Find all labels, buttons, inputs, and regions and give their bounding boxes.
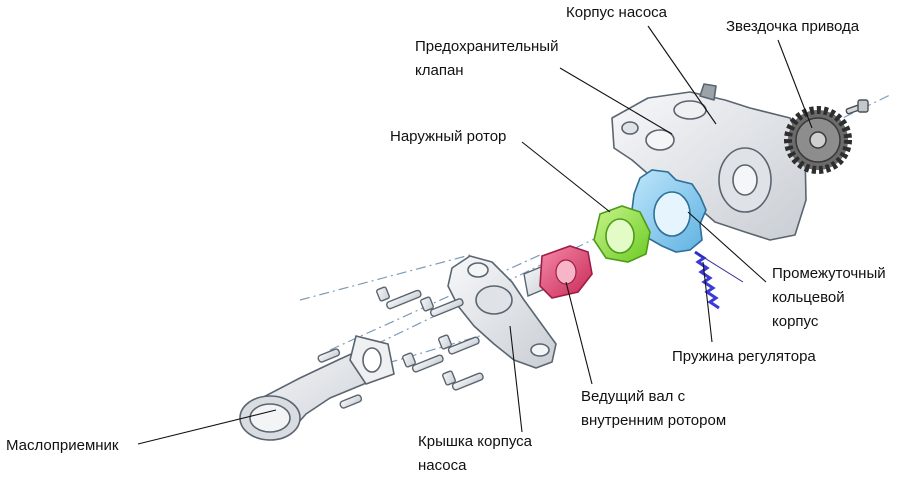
leader-housing-cover: [509, 325, 523, 433]
leader-lines: [137, 25, 813, 445]
oil-pickup-part: [239, 335, 395, 441]
leader-regulator-spring: [702, 261, 713, 343]
label-drive-shaft: Ведущий вал с внутренним ротором: [581, 388, 727, 429]
cover-bolts: [317, 286, 484, 409]
leader-outer-rotor: [521, 141, 611, 213]
label-outer-rotor: Наружный ротор: [390, 128, 507, 145]
label-housing-cover: Крышка корпуса насоса: [418, 433, 533, 474]
outer-rotor-part: [593, 205, 651, 263]
pump-housing-part: [611, 83, 807, 241]
sprocket-bolt-part: [845, 99, 869, 115]
leader-drive-shaft: [565, 281, 593, 385]
leader-oil-pickup: [137, 409, 277, 445]
housing-cover-part: [447, 255, 557, 369]
label-intermediate-ring: Промежуточный кольцевой корпус: [772, 265, 886, 330]
label-relief-valve: Предохранительный клапан: [415, 38, 559, 79]
label-oil-pickup: Маслоприемник: [6, 437, 119, 454]
label-regulator-spring: Пружина регулятора: [672, 348, 816, 365]
leader-intermediate-ring: [687, 211, 767, 283]
leader-pump-housing: [647, 25, 717, 125]
drive-shaft-part: [523, 245, 593, 299]
leader-relief-valve: [559, 67, 673, 135]
label-pump-housing: Корпус насоса: [566, 4, 668, 21]
drive-sprocket-part: [784, 106, 852, 174]
label-drive-sprocket: Звездочка привода: [726, 18, 860, 35]
regulator-spring-part: [694, 250, 744, 310]
leader-drive-sprocket: [777, 39, 813, 129]
